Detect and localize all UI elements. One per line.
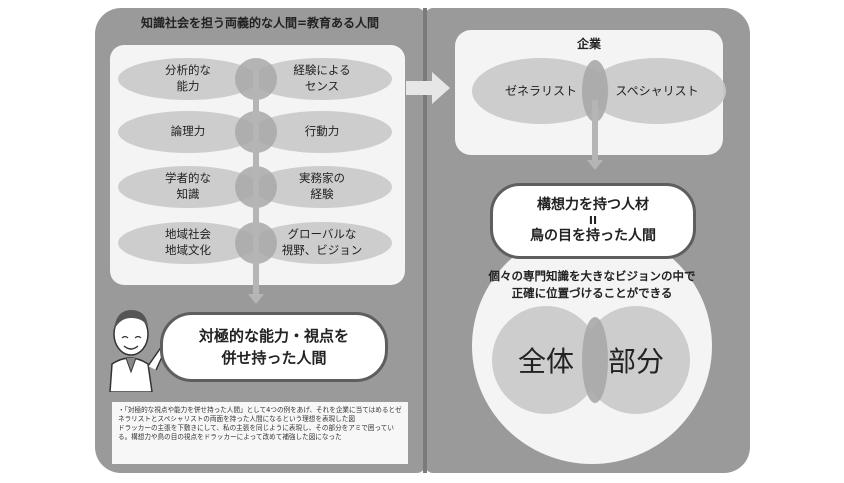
arrow-right-head-icon [432,72,450,104]
pair-left-oval: 地域社会 地域文化 [118,222,258,264]
ideal-line-1: 構想力を持つ人材 [537,196,649,213]
pair-left-oval: 分析的な 能力 [118,58,258,100]
company-title: 企業 [576,37,601,51]
balanced-person-box: 対極的な能力・視点を 併せ持った人間 [160,312,388,382]
ideal-person-box: 構想力を持つ人材 II 鳥の目を持った人間 [490,183,696,259]
arrow-right-icon [406,81,434,95]
pair-left-oval: 学者的な 知識 [118,166,258,208]
connector-line-right [592,100,598,162]
ideal-line-2: 鳥の目を持った人間 [530,227,656,244]
arrow-down-icon [587,160,603,170]
pair-left-oval: 論理力 [118,111,258,153]
vision-text: 個々の専門知識を大きなビジョンの中で 正確に位置づけることができる [488,269,696,301]
left-title: 知識社会を担う両義的な人間=教育ある人間 [140,16,380,30]
ideal-equals: II [588,214,598,228]
arrow-down-icon [248,294,264,304]
connector-line [253,70,259,295]
businessman-illustration-icon [109,310,167,392]
figure-caption: ・「対極的な視点や能力を併せ持った人間」として4つの例をあげ、それを企業に当ては… [112,402,408,464]
whole-part-overlap [582,317,608,403]
book-spine [423,8,427,473]
specialist-oval: スペシャリスト [588,58,726,124]
pair-right-oval: 経験による センス [252,58,392,100]
